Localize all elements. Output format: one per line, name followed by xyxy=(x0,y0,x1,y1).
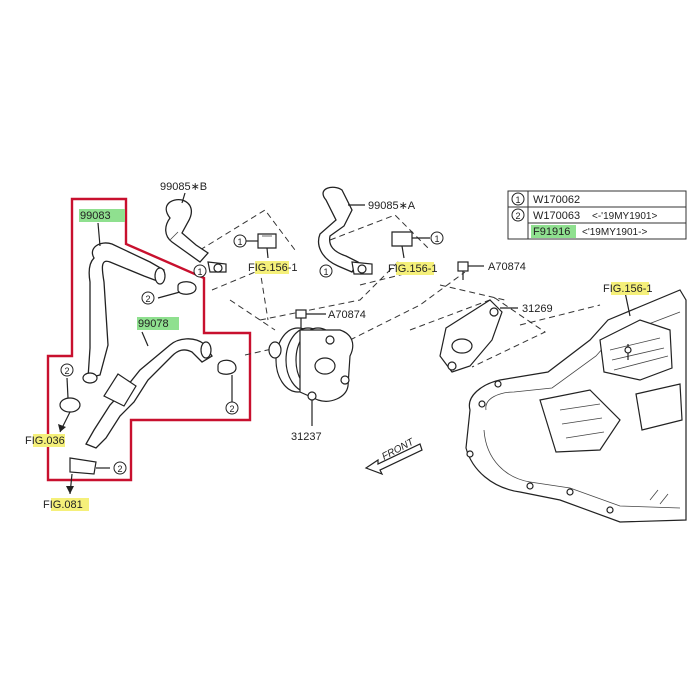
clamp-a xyxy=(391,231,430,259)
clamps-left xyxy=(58,281,237,495)
legend-note-3: <'19MY1901-> xyxy=(582,227,647,238)
svg-text:FIG.081: FIG.081 xyxy=(43,499,83,511)
part-31269: 31269 xyxy=(522,303,553,315)
callout-2-c: 2 xyxy=(225,401,239,415)
fig-ref-156-left: FIG.156-1 xyxy=(248,261,298,274)
front-label: FRONT xyxy=(380,436,416,462)
oil-cooler-31237 xyxy=(268,327,354,426)
legend-code-3-highlight xyxy=(531,225,576,238)
svg-text:1: 1 xyxy=(323,267,328,277)
legend-marker-2-text: 2 xyxy=(515,211,520,221)
svg-text:2: 2 xyxy=(145,294,150,304)
callout-2-d: 2 xyxy=(113,461,127,475)
highlight-frame xyxy=(46,197,252,482)
svg-text:FIG.156-1: FIG.156-1 xyxy=(603,283,653,295)
hose-99085a xyxy=(317,186,373,275)
legend-note-2: <-'19MY1901> xyxy=(592,211,657,222)
hose-99078 xyxy=(85,331,213,449)
legend-marker-1-text: 1 xyxy=(515,195,520,205)
hose-99085b xyxy=(165,192,227,273)
bracket-31269 xyxy=(439,299,518,373)
transmission-housing xyxy=(465,289,687,523)
bolt-a70874-lower xyxy=(295,309,326,328)
fig-ref-156-right: FIG.156-1 xyxy=(603,282,653,295)
callout-1-b: 1 xyxy=(193,264,207,278)
svg-text:1: 1 xyxy=(237,237,242,247)
legend-marker-1 xyxy=(511,192,525,206)
svg-text:1: 1 xyxy=(434,234,439,244)
callout-1-a: 1 xyxy=(233,234,247,248)
part-99085b: 99085∗B xyxy=(160,181,207,193)
fig-ref-081: FIG.081 xyxy=(43,498,89,511)
part-a70874-upper: A70874 xyxy=(488,261,526,273)
svg-text:2: 2 xyxy=(117,464,122,474)
svg-text:2: 2 xyxy=(229,404,234,414)
legend-code-3: F91916 xyxy=(533,226,570,238)
legend-code-1: W170062 xyxy=(533,194,580,206)
legend-marker-2 xyxy=(511,208,525,222)
svg-text:FIG.156-1: FIG.156-1 xyxy=(248,262,298,274)
front-arrow: FRONT xyxy=(364,436,423,476)
legend-code-2: W170063 xyxy=(533,210,580,222)
part-99083-highlight xyxy=(79,209,125,222)
callout-2-a: 2 xyxy=(141,291,155,305)
clamp-b xyxy=(246,233,277,259)
svg-text:FIG.036: FIG.036 xyxy=(25,435,65,447)
svg-text:2: 2 xyxy=(64,366,69,376)
fig-ref-156-mid: FIG.156-1 xyxy=(388,262,438,275)
fig-ref-036: FIG.036 xyxy=(25,434,65,447)
svg-text:1: 1 xyxy=(197,267,202,277)
svg-text:FIG.156-1: FIG.156-1 xyxy=(388,263,438,275)
part-31237: 31237 xyxy=(291,431,322,443)
legend-table: 1 2 W170062 W170063 <-'19MY1901> F91916 … xyxy=(507,190,687,240)
part-99085a: 99085∗A xyxy=(368,200,416,212)
callout-2-b: 2 xyxy=(60,363,74,377)
part-99078-highlight xyxy=(137,317,179,330)
bolt-a70874-upper xyxy=(457,261,484,280)
callout-1-d: 1 xyxy=(430,231,444,245)
hose-99083 xyxy=(82,222,166,384)
part-99083: 99083 xyxy=(80,210,111,222)
part-a70874-lower: A70874 xyxy=(328,309,366,321)
part-99078: 99078 xyxy=(138,318,169,330)
callout-1-c: 1 xyxy=(319,264,333,278)
